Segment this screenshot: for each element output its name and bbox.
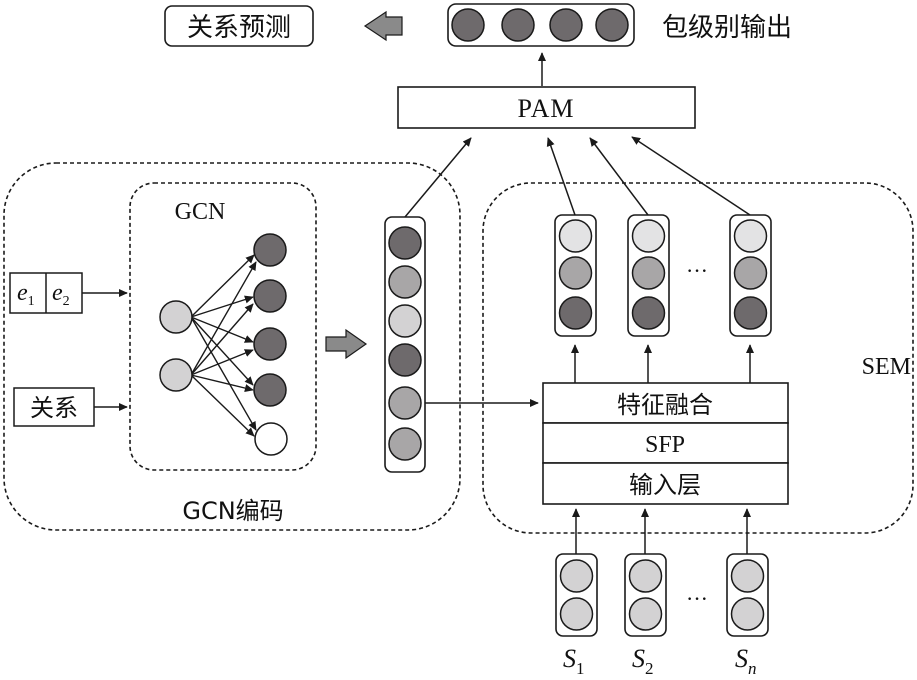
sem-to-pam-arrow: [631, 136, 751, 216]
gcn-input-node: [159, 358, 193, 392]
vector-node: [388, 226, 422, 260]
relation-input-label: 关系: [30, 394, 78, 422]
gcn-output-node: [253, 233, 287, 267]
sem-node: [631, 256, 666, 290]
gcn-edges: [190, 254, 257, 437]
sentence-node: [628, 597, 663, 631]
sfp-layer: [542, 422, 789, 464]
output-node: [451, 8, 485, 42]
sem-node: [733, 256, 768, 290]
entity-e2: e2: [52, 280, 70, 309]
sem-to-pam-arrow: [589, 137, 649, 216]
sentence-node: [730, 559, 765, 593]
vector-node: [388, 427, 422, 461]
vector-node: [388, 265, 422, 299]
sem-node: [631, 296, 666, 330]
sem-output-vector: [554, 214, 597, 337]
feature-fusion-label: 特征融合: [617, 391, 713, 419]
sentence-node: [559, 559, 594, 593]
sem-node: [631, 219, 666, 253]
sentence-node: [730, 597, 765, 631]
entity-input-box: e1 e2: [9, 272, 83, 314]
sem-node: [558, 296, 593, 330]
entity-e1: e1: [17, 280, 35, 309]
feature-fusion-layer: [542, 382, 789, 424]
sem-output-vector: [627, 214, 670, 337]
vector-to-pam-arrow: [404, 137, 472, 218]
relation-prediction-box: 关系预测: [164, 5, 314, 47]
output-node: [549, 8, 583, 42]
input-layer-label: 输入层: [629, 471, 701, 499]
sentence-label-s1: S1: [563, 644, 585, 678]
output-node: [501, 8, 535, 42]
sem-region: [482, 182, 914, 534]
sem-to-pam-arrow: [546, 137, 576, 216]
gcn-encoding-region: [3, 162, 461, 531]
gcn-to-vector-block-arrow: [325, 328, 368, 360]
pam-label: PAM: [518, 94, 575, 123]
gcn-output-node: [253, 373, 287, 407]
pam-block: PAM: [397, 86, 696, 129]
gcn-module-region: [129, 182, 317, 471]
gcn-encoding-label: GCN编码: [182, 497, 283, 525]
output-block-arrow: [363, 10, 403, 42]
vector-node: [388, 343, 422, 377]
sentence-label-s2: S2: [632, 644, 654, 678]
sem-ellipsis: ···: [686, 258, 708, 283]
input-layer: [542, 462, 789, 505]
gcn-input-node: [159, 300, 193, 334]
sfp-label: SFP: [645, 432, 685, 458]
relation-input-box: 关系: [13, 387, 95, 427]
output-node: [595, 8, 629, 42]
gcn-label: GCN: [175, 199, 226, 225]
sentence-node: [559, 597, 594, 631]
sentence-label-sn: Sn: [735, 644, 757, 678]
sem-node: [558, 256, 593, 290]
gcn-encoded-vector: [384, 216, 426, 473]
sentence-vector-s2: [624, 553, 667, 637]
gcn-output-node: [254, 422, 288, 456]
sentence-node: [628, 559, 663, 593]
sem-node: [733, 219, 768, 253]
bag-output-label: 包级别输出: [662, 13, 792, 43]
sentence-vector-s1: [555, 553, 598, 637]
sem-node: [733, 296, 768, 330]
sem-node: [558, 219, 593, 253]
sem-output-vector: [729, 214, 772, 337]
sentence-vector-sn: [726, 553, 769, 637]
sem-label: SEM: [862, 354, 911, 380]
vector-node: [388, 304, 422, 338]
sem-layer-stack: 特征融合 SFP 输入层: [542, 382, 789, 505]
relation-prediction-label: 关系预测: [187, 13, 291, 43]
gcn-output-node: [253, 327, 287, 361]
bag-level-output-vector: [447, 3, 635, 47]
vector-node: [388, 386, 422, 420]
sentence-ellipsis: ···: [686, 586, 708, 611]
gcn-output-node: [253, 279, 287, 313]
